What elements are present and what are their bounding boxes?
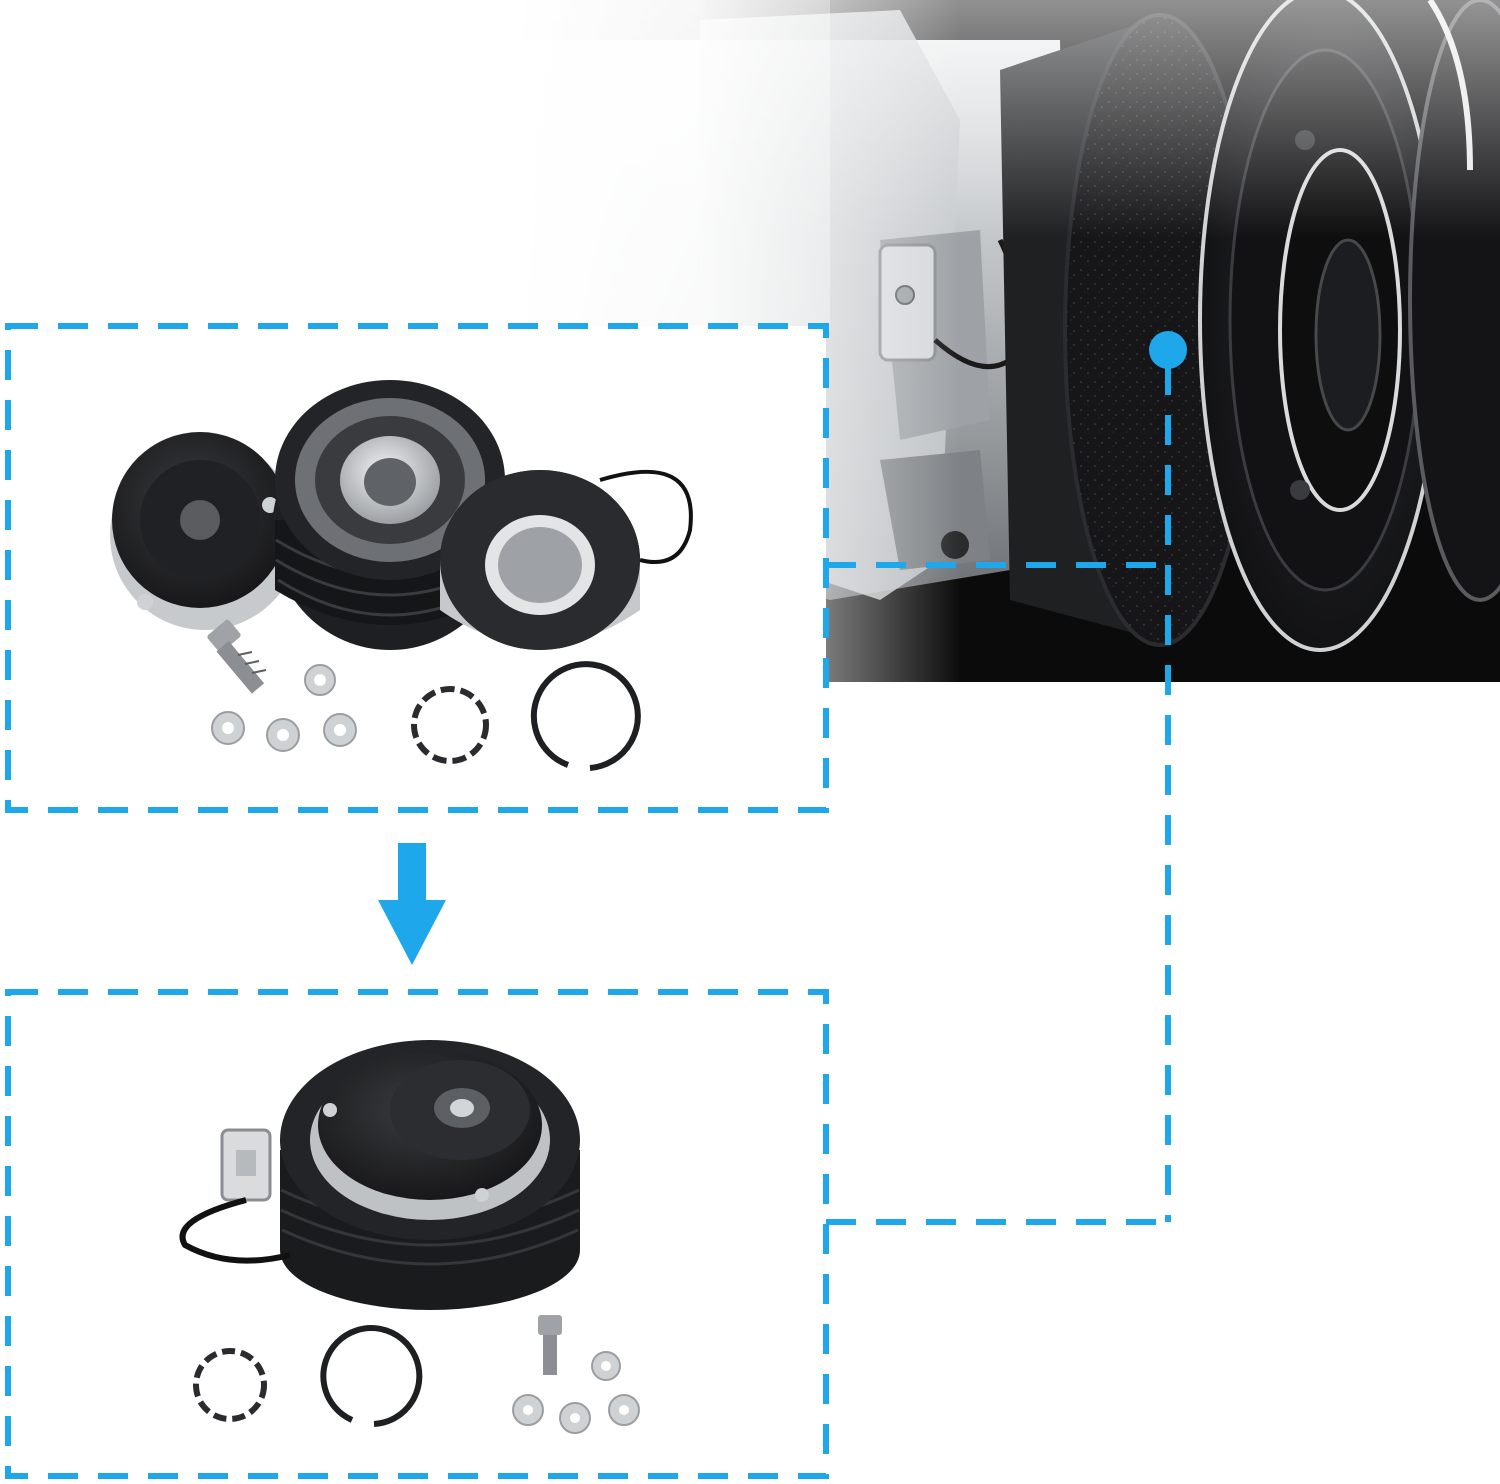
arrow-down-icon <box>378 843 446 965</box>
dot-marker-icon <box>1149 331 1187 369</box>
assembled-kit-frame <box>5 989 829 1479</box>
callout-connector-lines <box>826 365 1171 1225</box>
disassembled-clutch-kit <box>110 380 693 771</box>
assembled-clutch-kit <box>179 1040 640 1434</box>
